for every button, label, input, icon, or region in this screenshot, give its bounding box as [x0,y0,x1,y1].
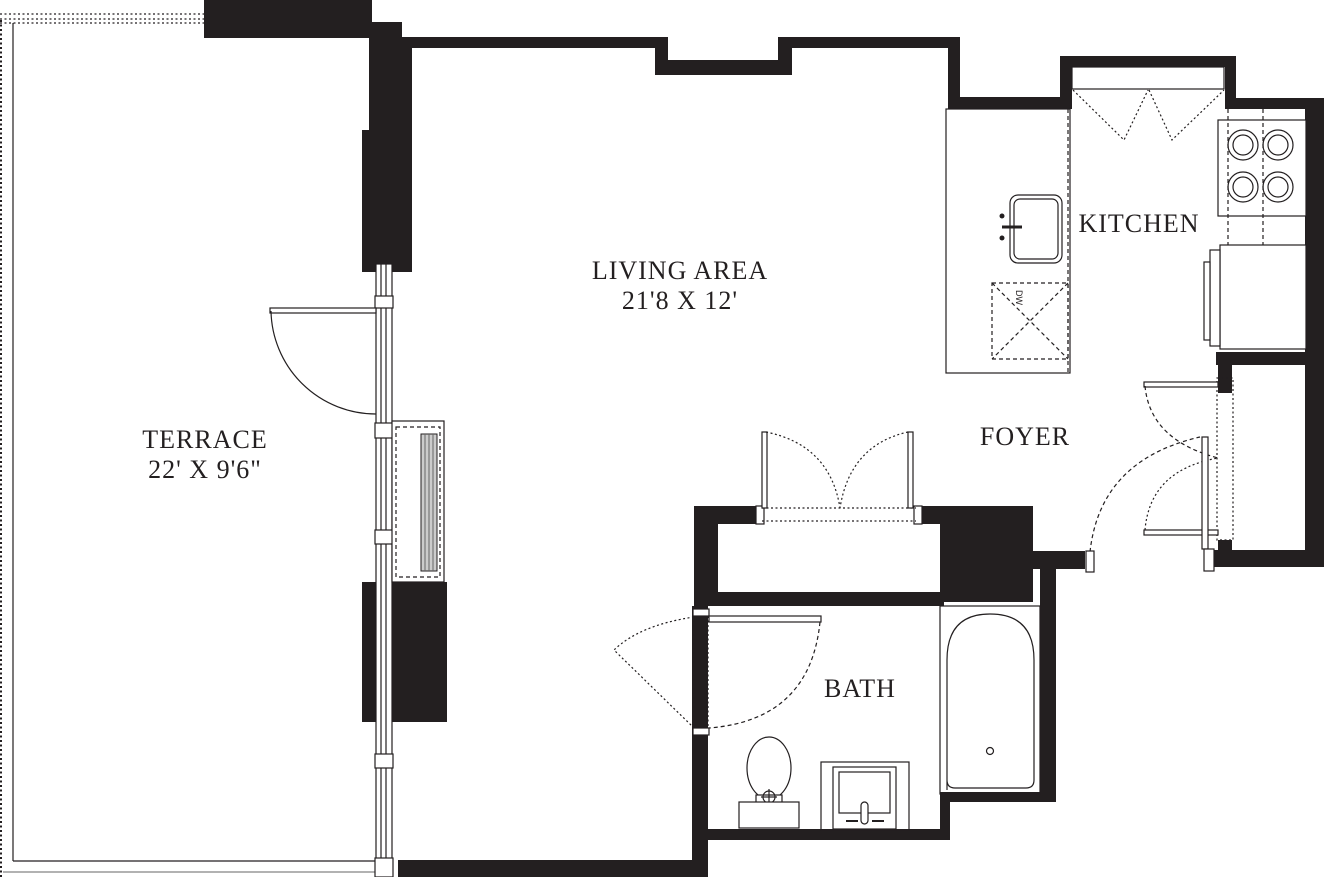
terrace-outline [0,13,378,877]
toilet [738,736,800,829]
bath-sink [820,761,910,831]
stove [1217,109,1307,245]
terrace-door[interactable] [269,307,377,415]
room-name: LIVING AREA [591,256,769,285]
hvac-unit [391,420,445,583]
kitchen-sink [999,194,1063,264]
dishwasher: DW [991,282,1069,360]
room-dimensions: 21'8 X 12' [621,286,739,315]
burner-icon [1227,129,1294,203]
room-name: KITCHEN [1078,209,1200,238]
room-label-terrace: TERRACE 22' X 9'6" [100,425,310,485]
room-label-bath: BATH [810,674,910,704]
foyer-closet[interactable] [1143,377,1234,572]
dishwasher-label: DW [1014,290,1024,305]
room-label-foyer: FOYER [965,422,1085,452]
room-name: FOYER [979,422,1071,451]
bath-door[interactable] [613,608,822,736]
room-label-living: LIVING AREA 21'8 X 12' [560,256,800,316]
entry-door[interactable] [1085,436,1201,573]
refrigerator [1203,244,1307,350]
room-name: TERRACE [142,425,268,454]
window-wall [374,263,394,877]
bathtub [939,605,1041,795]
kitchen-counter [945,108,1071,374]
room-name: BATH [824,674,896,703]
room-label-kitchen: KITCHEN [1076,209,1202,239]
room-dimensions: 22' X 9'6" [148,455,262,484]
hall-closet[interactable] [718,431,940,592]
pantry-closet[interactable] [1071,66,1225,142]
